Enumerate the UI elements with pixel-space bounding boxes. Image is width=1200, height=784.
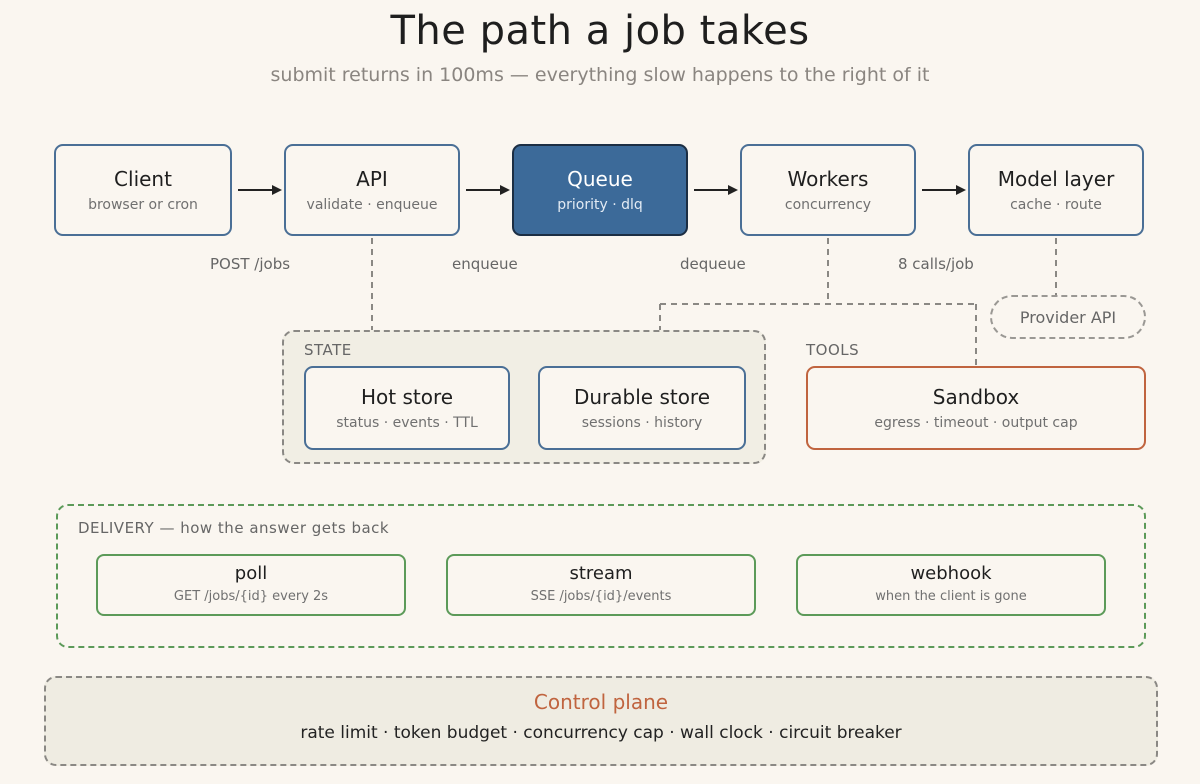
control-plane-items: rate limit · token budget · concurrency … xyxy=(300,723,902,743)
provider-api-pill: Provider API xyxy=(990,295,1146,339)
stream-node: stream SSE /jobs/{id}/events xyxy=(446,554,756,616)
edge-label-dequeue: dequeue xyxy=(680,255,746,273)
sandbox-node: Sandbox egress · timeout · output cap xyxy=(806,366,1146,450)
queue-node: Queue priority · dlq xyxy=(512,144,688,236)
sandbox-subtitle: egress · timeout · output cap xyxy=(874,414,1078,431)
webhook-subtitle: when the client is gone xyxy=(875,589,1027,604)
edge-label-calls-per-job: 8 calls/job xyxy=(898,255,974,273)
delivery-label: DELIVERY — how the answer gets back xyxy=(78,519,390,537)
stream-title: stream xyxy=(569,563,633,584)
client-title: Client xyxy=(114,166,172,191)
workers-title: Workers xyxy=(787,166,869,191)
queue-subtitle: priority · dlq xyxy=(557,196,643,213)
model-layer-node: Model layer cache · route xyxy=(968,144,1144,236)
poll-node: poll GET /jobs/{id} every 2s xyxy=(96,554,406,616)
durable-store-subtitle: sessions · history xyxy=(581,414,703,431)
control-plane-title: Control plane xyxy=(533,690,669,714)
queue-title: Queue xyxy=(567,166,633,191)
client-subtitle: browser or cron xyxy=(88,196,198,213)
api-node: API validate · enqueue xyxy=(284,144,460,236)
model-layer-title: Model layer xyxy=(997,166,1115,191)
link-workers-state-tools xyxy=(659,238,977,366)
hot-store-title: Hot store xyxy=(360,384,454,409)
durable-store-node: Durable store sessions · history xyxy=(538,366,746,450)
sandbox-title: Sandbox xyxy=(932,384,1020,409)
api-title: API xyxy=(356,166,388,191)
edge-label-post-jobs: POST /jobs xyxy=(210,255,291,273)
api-subtitle: validate · enqueue xyxy=(306,196,438,213)
hot-store-node: Hot store status · events · TTL xyxy=(304,366,510,450)
stream-subtitle: SSE /jobs/{id}/events xyxy=(530,589,672,604)
workers-node: Workers concurrency xyxy=(740,144,916,236)
model-layer-subtitle: cache · route xyxy=(1010,196,1102,213)
control-plane-panel xyxy=(44,676,1158,766)
webhook-node: webhook when the client is gone xyxy=(796,554,1106,616)
workers-subtitle: concurrency xyxy=(784,196,872,213)
poll-subtitle: GET /jobs/{id} every 2s xyxy=(173,589,329,604)
hot-store-subtitle: status · events · TTL xyxy=(336,414,478,431)
poll-title: poll xyxy=(234,563,268,584)
diagram-title: The path a job takes xyxy=(390,8,810,54)
client-node: Client browser or cron xyxy=(54,144,232,236)
webhook-title: webhook xyxy=(910,563,992,584)
tools-label: TOOLS xyxy=(806,341,860,359)
edge-label-enqueue: enqueue xyxy=(452,255,518,273)
delivery-panel xyxy=(56,504,1146,648)
diagram-subtitle: submit returns in 100ms — everything slo… xyxy=(270,64,930,86)
state-label: STATE xyxy=(304,341,352,359)
durable-store-title: Durable store xyxy=(573,384,711,409)
